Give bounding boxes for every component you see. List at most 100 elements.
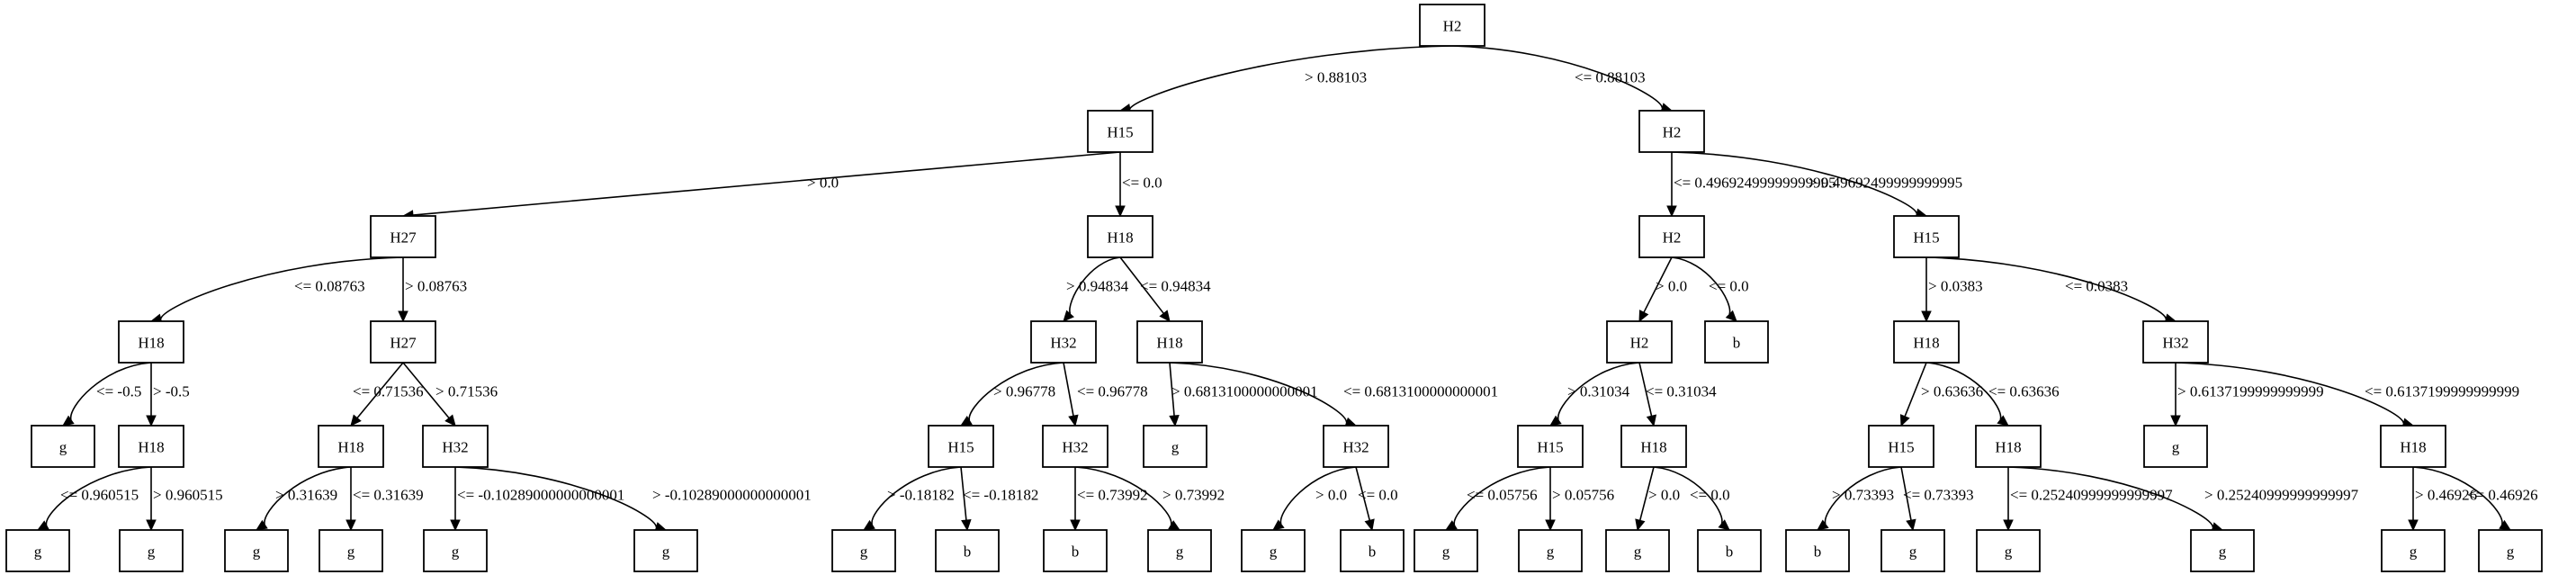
- node-label: H32: [1062, 439, 1088, 456]
- node-box: [118, 320, 184, 364]
- tree-edge: <= 0.88103: [1451, 45, 1674, 113]
- leaf-node: g: [633, 529, 698, 572]
- arrowhead-icon: [350, 414, 362, 427]
- edge-line: [1653, 466, 1723, 525]
- edge-condition-label: <= 0.0: [1358, 487, 1398, 504]
- tree-edge: > 0.71536: [402, 362, 498, 427]
- edge-condition-label: <= -0.5: [96, 383, 141, 400]
- tree-edge: > 0.0: [1638, 256, 1687, 323]
- edge-line: [871, 466, 962, 526]
- split-node: H18: [2380, 425, 2446, 468]
- leaf-node: b: [1704, 320, 1769, 364]
- split-node: H27: [370, 215, 436, 258]
- node-label: g: [860, 544, 868, 561]
- split-node: H18: [1893, 320, 1960, 364]
- arrowhead-icon: [255, 519, 268, 531]
- node-label: H18: [2400, 439, 2426, 456]
- edge-line: [2175, 362, 2405, 424]
- tree-edge: <= 0.73393: [1900, 466, 1974, 532]
- edge-line: [1453, 466, 1551, 526]
- arrowhead-icon: [1545, 519, 1556, 532]
- node-box: [2478, 529, 2543, 572]
- edge-line: [1638, 466, 1655, 521]
- node-label: g: [662, 544, 670, 561]
- arrowhead-icon: [1063, 310, 1074, 322]
- split-node: H2: [1606, 320, 1673, 364]
- node-label: b: [1072, 544, 1080, 561]
- tree-edge: > 0.960515: [146, 467, 223, 532]
- node-label: b: [1814, 544, 1822, 561]
- node-label: H15: [947, 439, 974, 456]
- edge-condition-label: <= 0.960515: [60, 487, 139, 504]
- split-node: H15: [1893, 215, 1960, 258]
- edge-condition-label: <= 0.46926: [2467, 487, 2538, 504]
- arrowhead-icon: [346, 519, 356, 532]
- node-box: [831, 529, 896, 572]
- node-box: [2142, 320, 2209, 364]
- edge-condition-label: > 0.73393: [1832, 487, 1894, 504]
- edge-line: [454, 466, 658, 528]
- arrowhead-icon: [1817, 519, 1829, 531]
- tree-edge: > 0.6137199999999999: [2170, 363, 2324, 427]
- split-node: H18: [318, 425, 384, 468]
- tree-edge: <= 0.05756: [1444, 466, 1551, 531]
- split-node: H2: [1638, 215, 1705, 258]
- edge-condition-label: <= 0.63636: [1988, 383, 2060, 400]
- edge-line: [1355, 466, 1371, 521]
- edge-line: [1900, 466, 1912, 521]
- edge-condition-label: > 0.63636: [1921, 383, 1983, 400]
- node-box: [119, 529, 184, 572]
- edge-condition-label: <= -0.18182: [963, 487, 1038, 504]
- split-node: H32: [422, 425, 489, 468]
- edge-line: [402, 362, 450, 419]
- tree-edge: <= 0.6137199999999999: [2175, 362, 2519, 428]
- arrowhead-icon: [1549, 415, 1562, 427]
- edge-line: [960, 466, 967, 521]
- node-box: [5, 529, 70, 572]
- split-node: H15: [1868, 425, 1934, 468]
- split-node: H15: [1087, 110, 1153, 153]
- arrowhead-icon: [1068, 414, 1079, 427]
- split-node: H2: [1419, 4, 1485, 47]
- node-box: [1147, 529, 1212, 572]
- node-label: g: [2410, 544, 2418, 561]
- split-node: H18: [1975, 425, 2042, 468]
- tree-edge: > 0.88103: [1118, 45, 1453, 114]
- node-label: g: [2005, 544, 2013, 561]
- tree-edge: <= 0.94834: [1119, 256, 1211, 322]
- tree-edge: > 0.46926: [2408, 467, 2477, 532]
- node-label: g: [452, 544, 460, 561]
- edge-condition-label: <= 0.0: [1690, 487, 1730, 504]
- leaf-node: g: [119, 529, 184, 572]
- edge-condition-label: <= 0.6813100000000001: [1343, 383, 1498, 400]
- tree-edge: <= 0.08763: [149, 256, 404, 324]
- arrowhead-icon: [1921, 310, 1932, 323]
- edge-condition-label: <= 0.0: [1122, 175, 1162, 192]
- node-label: H32: [2162, 335, 2188, 352]
- node-box: [2380, 425, 2446, 468]
- tree-edge: <= 0.0: [1653, 466, 1730, 531]
- tree-edge: > 0.31639: [255, 466, 352, 531]
- node-label: H18: [138, 335, 164, 352]
- split-node: H18: [118, 425, 184, 468]
- tree-edge: <= 0.0: [1355, 466, 1398, 532]
- tree-edge: <= 0.31639: [346, 467, 424, 532]
- node-box: [1241, 529, 1306, 572]
- node-label: g: [34, 544, 42, 561]
- edge-line: [1069, 256, 1121, 314]
- split-node: H15: [928, 425, 994, 468]
- edge-condition-label: > 0.73992: [1162, 487, 1225, 504]
- tree-edge: <= 0.73992: [1070, 467, 1148, 532]
- edge-line: [1638, 362, 1653, 417]
- edge-line: [356, 362, 404, 419]
- leaf-node: g: [2381, 529, 2446, 572]
- tree-edge: > -0.18182: [862, 466, 962, 531]
- node-label: b: [1369, 544, 1377, 561]
- leaf-node: g: [1414, 529, 1478, 572]
- edge-line: [1904, 362, 1927, 418]
- edge-condition-label: > -0.18182: [887, 487, 955, 504]
- arrowhead-icon: [1635, 518, 1646, 532]
- edge-line: [1074, 466, 1172, 526]
- edge-line: [2412, 466, 2503, 526]
- edge-condition-label: > 0.31639: [275, 487, 337, 504]
